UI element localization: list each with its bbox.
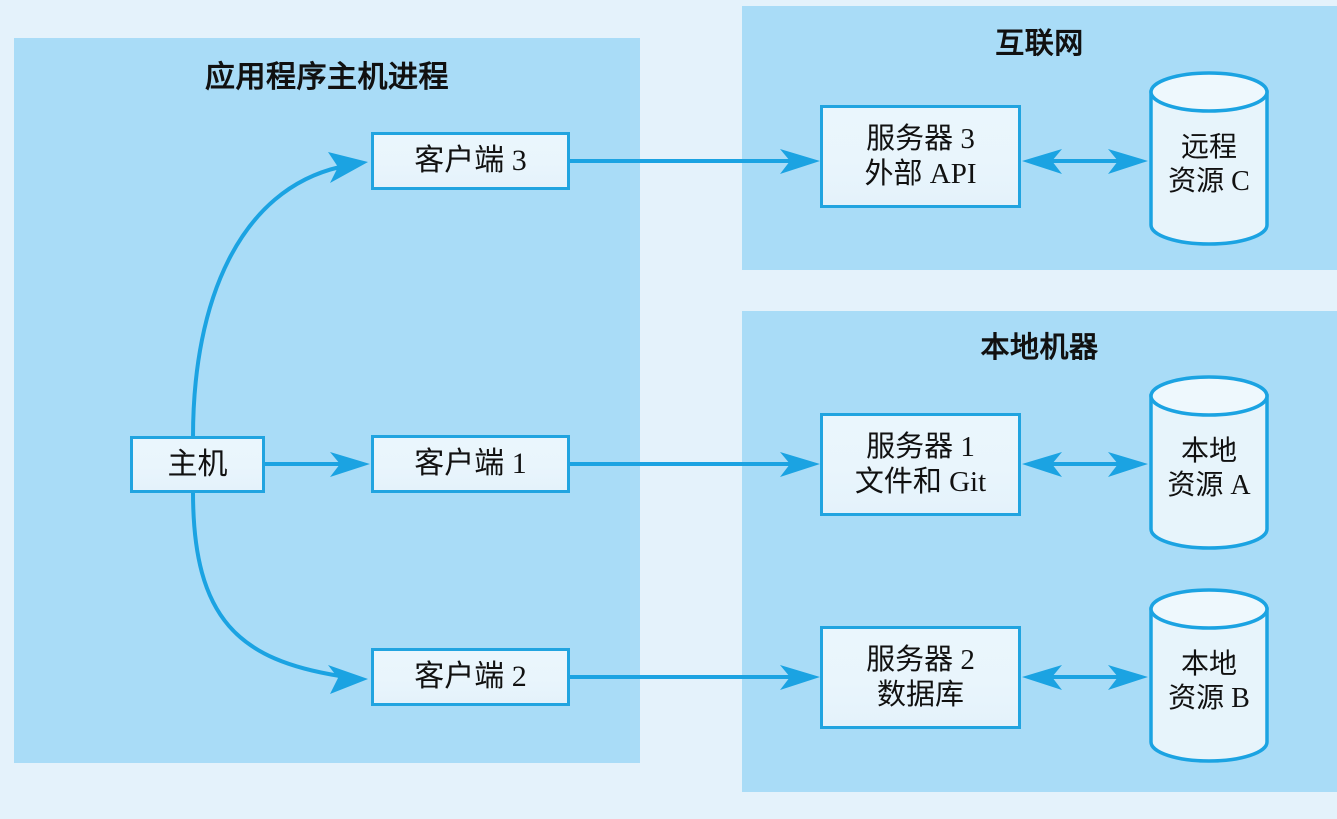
node-resource-c[interactable]: 远程 资源 C [1148,71,1270,246]
node-client-1-label: 客户端 1 [414,447,527,481]
node-server-3-line-1: 服务器 3 [866,123,975,156]
panel-title-local-machine: 本地机器 [980,332,1099,364]
node-server-2[interactable]: 服务器 2 数据库 [820,626,1021,729]
node-resource-b[interactable]: 本地 资源 B [1148,588,1270,763]
cylinder-icon [1149,588,1269,763]
cylinder-icon [1149,375,1269,550]
node-client-1[interactable]: 客户端 1 [371,435,570,493]
node-host[interactable]: 主机 [130,436,265,493]
node-client-2-label: 客户端 2 [414,660,527,694]
node-server-2-line-1: 服务器 2 [866,644,975,677]
node-server-1[interactable]: 服务器 1 文件和 Git [820,413,1021,516]
node-server-1-line-2: 文件和 Git [854,465,987,498]
node-resource-a[interactable]: 本地 资源 A [1148,375,1270,550]
node-client-3-label: 客户端 3 [414,144,527,178]
node-server-2-line-2: 数据库 [876,678,964,711]
cylinder-icon [1149,71,1269,246]
panel-title-app-host-process: 应用程序主机进程 [205,61,449,94]
node-server-1-line-1: 服务器 1 [866,431,975,464]
node-host-label: 主机 [167,447,228,481]
node-client-2[interactable]: 客户端 2 [371,648,570,706]
panel-title-internet: 互联网 [995,28,1084,60]
node-client-3[interactable]: 客户端 3 [371,132,570,190]
node-server-3-line-2: 外部 API [864,157,977,190]
node-server-3[interactable]: 服务器 3 外部 API [820,105,1021,208]
